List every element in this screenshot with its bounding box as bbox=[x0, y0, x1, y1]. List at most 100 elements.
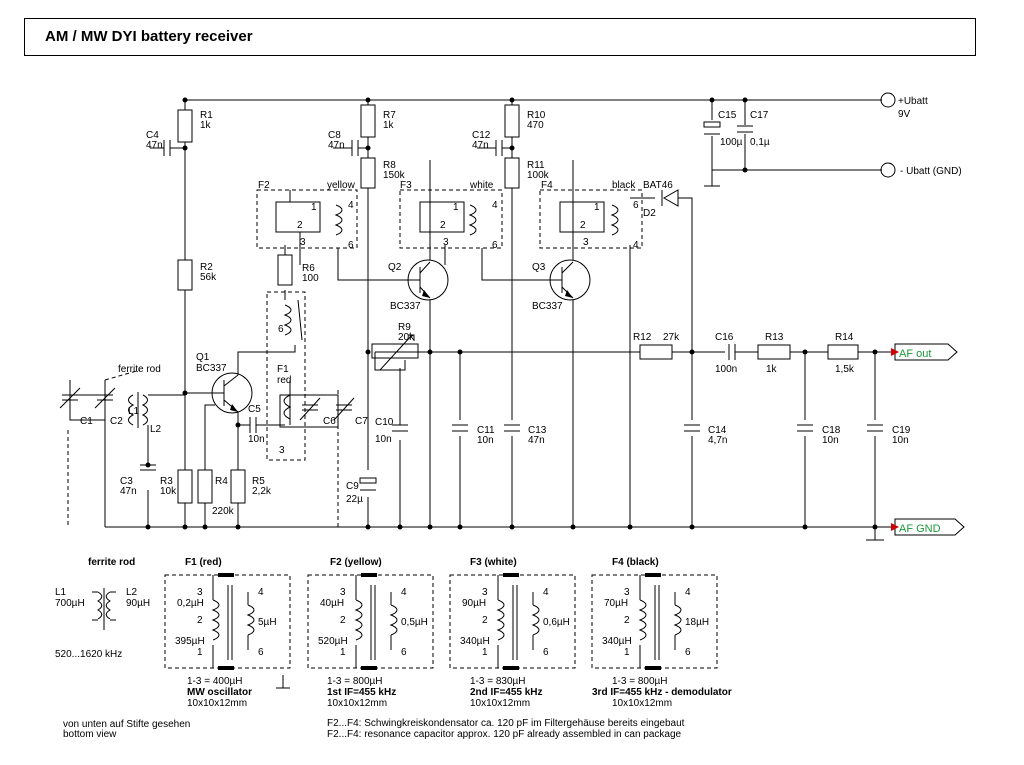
component-label: AF out bbox=[899, 348, 931, 360]
component-label: 100k bbox=[527, 170, 550, 181]
component-label: R8 bbox=[383, 160, 396, 171]
component-label: C11 bbox=[477, 425, 495, 436]
resistor-r11: R11 100k bbox=[504, 157, 550, 189]
component-label: 5µH bbox=[258, 617, 277, 628]
component-label: 27k bbox=[663, 332, 680, 343]
component-label: 1 bbox=[197, 647, 203, 658]
component-label: 3 bbox=[482, 587, 488, 598]
component-label: 340µH bbox=[460, 636, 490, 647]
page-title: AM / MW DYI battery receiver bbox=[45, 28, 253, 45]
component-label: 100 bbox=[302, 273, 319, 284]
component-label: - Ubatt (GND) bbox=[900, 166, 962, 177]
resistor-r3: R3 10k bbox=[160, 469, 193, 504]
transistor-q1: Q1 BC337 bbox=[196, 352, 253, 414]
component-label: 10n bbox=[892, 435, 909, 446]
component-label: 10x10x12mm bbox=[327, 698, 387, 709]
component-label: F4 bbox=[541, 180, 553, 191]
resistor-r8: R8 150k bbox=[360, 157, 406, 189]
component-label: BC337 bbox=[532, 301, 563, 312]
component-label: C4 bbox=[146, 130, 159, 141]
capacitor-c11: C11 10n bbox=[452, 424, 495, 446]
capacitor-c1: C1 bbox=[59, 380, 93, 427]
resistor-r7: R7 1k bbox=[360, 104, 396, 138]
component-label: 1k bbox=[200, 120, 212, 131]
component-label: Q1 bbox=[196, 352, 210, 363]
component-label: 1k bbox=[766, 364, 778, 375]
component-label: C9 bbox=[346, 481, 359, 492]
capacitor-c9: C9 22µ bbox=[346, 477, 377, 505]
detail-f3: F3 (white) 3 2 1 4 6 90µH 340µH 0,6µH 1-… bbox=[449, 557, 576, 709]
component-label: L1 bbox=[128, 406, 140, 417]
note-cap-en: F2...F4: resonance capacitor approx. 120… bbox=[327, 729, 682, 740]
component-label: MW oscillator bbox=[187, 687, 252, 698]
component-label: ferrite rod bbox=[88, 557, 135, 568]
component-label: 1-3 = 400µH bbox=[187, 676, 243, 687]
component-label: 3 bbox=[197, 587, 203, 598]
component-label: 1,5k bbox=[835, 364, 855, 375]
component-label: R1 bbox=[200, 110, 213, 121]
supply-terminals: +Ubatt 9V - Ubatt (GND) bbox=[704, 92, 962, 187]
component-label: F4 (black) bbox=[612, 557, 659, 568]
component-label: C5 bbox=[248, 404, 261, 415]
component-label: red bbox=[277, 375, 291, 386]
component-label: C10 bbox=[375, 417, 394, 428]
component-label: 3 bbox=[300, 237, 306, 248]
resistor-r12: R12 27k bbox=[633, 332, 680, 360]
component-label: C13 bbox=[528, 425, 547, 436]
component-label: 6 bbox=[278, 324, 284, 335]
component-label: 47n bbox=[328, 140, 345, 151]
filter-f2: F2 yellow 1 2 3 4 6 bbox=[256, 180, 358, 251]
resistor-r14: R14 1,5k bbox=[827, 332, 859, 375]
component-label: 4 bbox=[543, 587, 549, 598]
component-label: 4 bbox=[258, 587, 264, 598]
component-label: F2 (yellow) bbox=[330, 557, 382, 568]
component-label: 1-3 = 800µH bbox=[612, 676, 668, 687]
component-label: R6 bbox=[302, 263, 315, 274]
component-label: C18 bbox=[822, 425, 841, 436]
component-label: R2 bbox=[200, 262, 213, 273]
component-label: 0,6µH bbox=[543, 617, 570, 628]
component-label: 1 bbox=[594, 202, 600, 213]
component-label: +Ubatt bbox=[898, 96, 928, 107]
component-label: 47n bbox=[528, 435, 545, 446]
capacitor-c13: C13 47n bbox=[504, 424, 547, 446]
component-label: 2,2k bbox=[252, 486, 272, 497]
component-label: 10n bbox=[477, 435, 494, 446]
component-label: yellow bbox=[327, 180, 356, 191]
component-label: R4 bbox=[215, 476, 228, 487]
component-label: 1-3 = 800µH bbox=[327, 676, 383, 687]
component-label: 4 bbox=[492, 200, 498, 211]
component-label: 6 bbox=[258, 647, 264, 658]
component-label: R14 bbox=[835, 332, 854, 343]
component-label: 20k bbox=[398, 332, 415, 343]
capacitor-c4: C4 47n bbox=[146, 130, 171, 156]
component-label: 22µ bbox=[346, 494, 363, 505]
component-label: F2 bbox=[258, 180, 270, 191]
filter-f1: F1 red 6 3 bbox=[266, 291, 339, 461]
component-label: 2nd IF=455 kHz bbox=[470, 687, 543, 698]
component-label: 47n bbox=[472, 140, 489, 151]
capacitor-c5: C5 10n bbox=[248, 404, 265, 445]
component-label: C6 bbox=[323, 416, 336, 427]
detail-ferrite-rod: ferrite rod L1 700µH L2 90µH 520...1620 … bbox=[55, 557, 150, 660]
component-label: 6 bbox=[685, 647, 691, 658]
component-label: 2 bbox=[482, 615, 488, 626]
component-label: L1 bbox=[55, 587, 67, 598]
component-label: 6 bbox=[633, 200, 639, 211]
component-label: R12 bbox=[633, 332, 652, 343]
note-view-en: bottom view bbox=[63, 729, 117, 740]
component-label: Q2 bbox=[388, 262, 402, 273]
component-label: 520µH bbox=[318, 636, 348, 647]
component-label: 6 bbox=[348, 240, 354, 251]
component-label: 10n bbox=[375, 434, 392, 445]
capacitor-c7: C7 bbox=[333, 397, 368, 427]
capacitor-c18: C18 10n bbox=[797, 424, 841, 446]
component-label: BAT46 bbox=[643, 180, 673, 191]
component-label: 10n bbox=[822, 435, 839, 446]
resistor-r5: R5 2,2k bbox=[230, 469, 272, 504]
component-label: 1k bbox=[383, 120, 395, 131]
component-label: F3 bbox=[400, 180, 412, 191]
component-label: 470 bbox=[527, 120, 544, 131]
component-label: C19 bbox=[892, 425, 911, 436]
